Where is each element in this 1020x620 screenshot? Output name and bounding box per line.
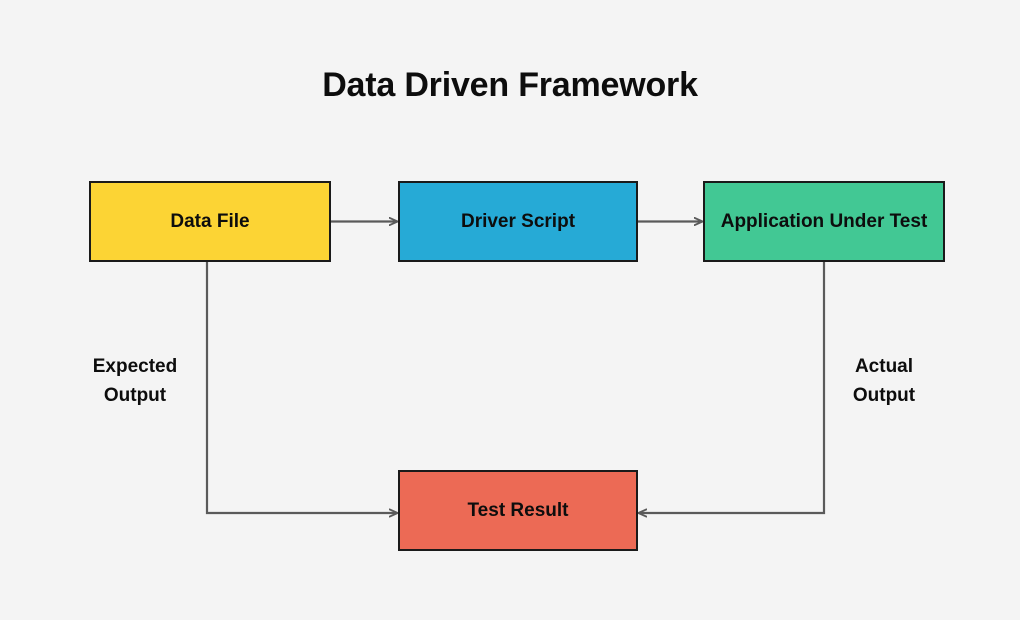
node-driver-script-label: Driver Script: [460, 210, 576, 232]
node-application-under-test[interactable]: Application Under Test: [703, 181, 945, 262]
connector-datafile-to-testresult: [205, 262, 397, 513]
node-data-file[interactable]: Data File: [89, 181, 331, 262]
node-application-under-test-label: Application Under Test: [720, 210, 928, 232]
connector-aut-to-testresult: [639, 262, 826, 513]
node-data-file-label: Data File: [170, 210, 250, 232]
edge-label-actual-output: Actual Output: [852, 356, 916, 406]
node-test-result-label: Test Result: [467, 499, 569, 521]
edge-label-expected-output: Expected Output: [92, 356, 178, 406]
node-driver-script[interactable]: Driver Script: [398, 181, 638, 262]
page-title: Data Driven Framework: [322, 66, 698, 104]
node-test-result[interactable]: Test Result: [398, 470, 638, 551]
